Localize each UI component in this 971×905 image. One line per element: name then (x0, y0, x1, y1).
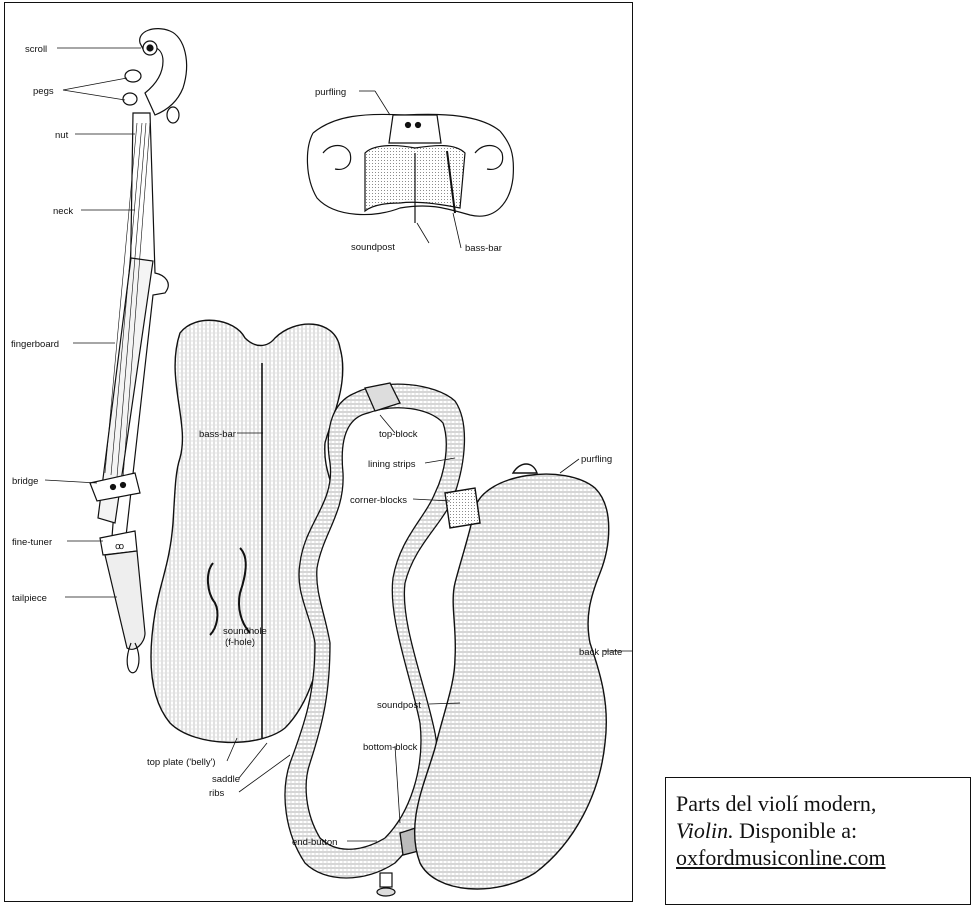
label-purfling-top: purfling (315, 87, 346, 98)
violin-parts-figure: ꝏ (4, 2, 633, 902)
tailpiece-shape (105, 551, 145, 649)
label-neck: neck (53, 206, 73, 217)
label-bridge: bridge (12, 476, 38, 487)
label-lining-strips: lining strips (368, 459, 416, 470)
label-tailpiece: tailpiece (12, 593, 47, 604)
label-bass-bar-top: bass-bar (465, 243, 502, 254)
label-pegs: pegs (33, 86, 54, 97)
label-bottom-block: bottom-block (363, 742, 418, 753)
label-nut: nut (55, 130, 69, 141)
cross-section (307, 114, 513, 223)
label-fingerboard: fingerboard (11, 339, 59, 350)
svg-text:ꝏ: ꝏ (115, 541, 124, 551)
label-fine-tuner: fine-tuner (12, 537, 52, 548)
label-bass-bar-belly: bass-bar (199, 429, 236, 440)
label-purfling-back: purfling (581, 454, 612, 465)
peg-3 (167, 107, 179, 123)
caption-line-2: Violin. Disponible a: (676, 817, 960, 844)
label-soundpost-back: soundpost (377, 700, 421, 711)
caption-box: Parts del violí modern, Violin. Disponib… (665, 777, 971, 905)
peg-2 (123, 93, 137, 105)
caption-title-italic: Violin. (676, 818, 734, 843)
back-plate (415, 464, 609, 889)
label-top-plate: top plate ('belly') (147, 757, 216, 768)
label-end-button: end-button (292, 837, 337, 848)
label-saddle: saddle (212, 774, 240, 785)
label-scroll: scroll (25, 44, 47, 55)
label-back-plate: back plate (579, 647, 622, 658)
caption-line-1: Parts del violí modern, (676, 790, 960, 817)
label-top-block: top-block (379, 429, 418, 440)
caption-availability: Disponible a: (734, 818, 857, 843)
end-button-shape (377, 873, 395, 896)
caption-source-link[interactable]: oxfordmusiconline.com (676, 844, 960, 871)
label-ribs: ribs (209, 788, 225, 799)
label-soundhole-sub: (f-hole) (225, 637, 255, 648)
label-soundpost-top: soundpost (351, 242, 395, 253)
label-corner-blocks: corner-blocks (350, 495, 407, 506)
violin-parts-illustration: ꝏ (5, 3, 633, 902)
label-soundhole: soundhole (223, 626, 267, 637)
peg-1 (125, 70, 141, 82)
